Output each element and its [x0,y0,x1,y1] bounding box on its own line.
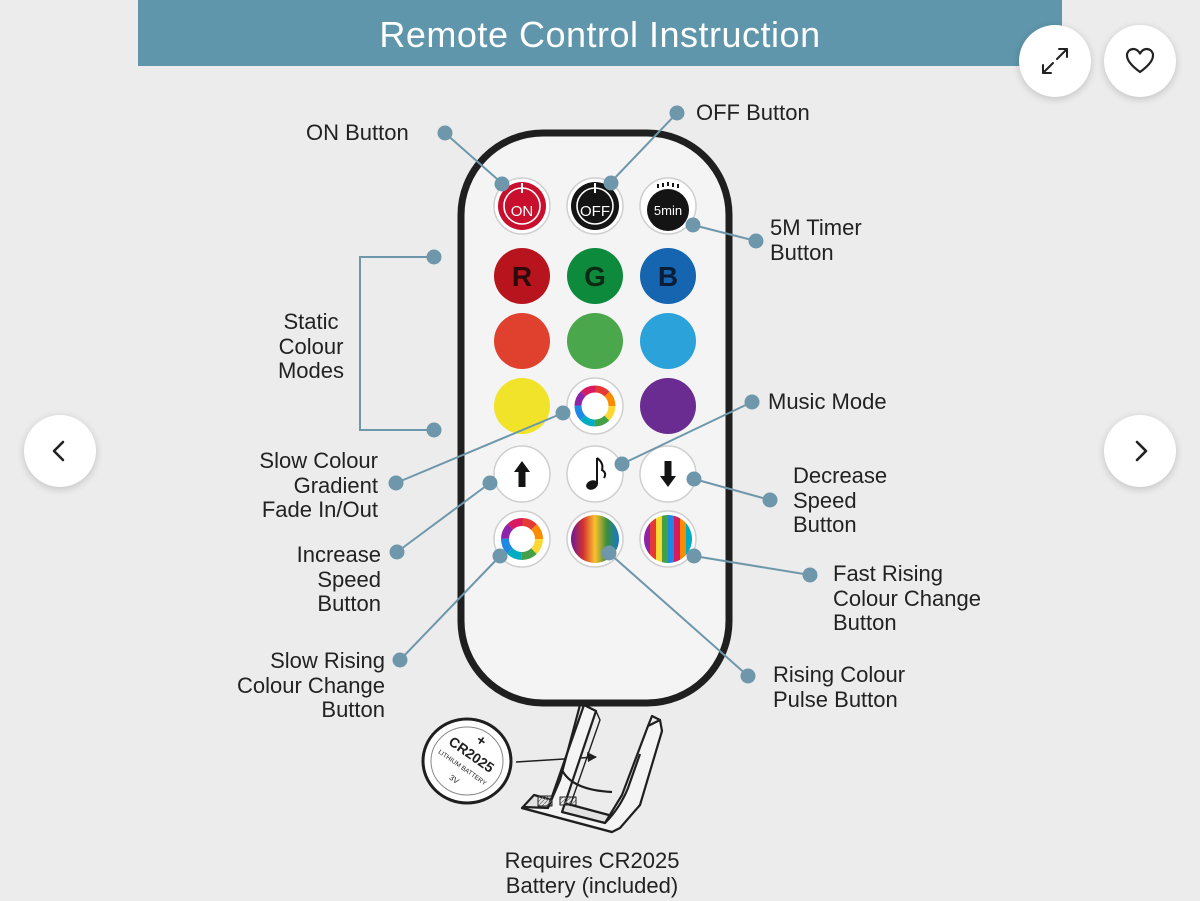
label-fast-rising-line3: Button [833,610,897,635]
blue-button-label: B [658,261,678,292]
chevron-left-icon [52,440,65,462]
label-rising-pulse: Rising Colour Pulse Button [773,662,906,712]
off-button-label: OFF [580,203,610,220]
label-static-line1: Static [283,309,339,334]
insert-arrow [515,756,597,763]
orange-red-button [494,313,550,369]
insert-arrow-head [587,752,597,762]
label-increase-line2: Speed [317,566,381,592]
previous-image-button[interactable] [24,415,96,487]
label-slow-gradient-line2: Gradient [293,472,378,498]
label-fast-rising: Fast Rising Colour Change Button [833,561,981,636]
fast-rising-colour-button [639,510,697,568]
label-slow-rising-line1: Slow Rising [270,648,385,673]
label-static-line2: Colour [278,333,344,359]
music-note-icon [586,457,607,490]
label-increase-speed: Increase Speed Button [240,542,381,617]
next-image-button[interactable] [1104,415,1176,487]
title-banner: Remote Control Instruction [138,0,1062,66]
label-timer-line1: 5M Timer [770,215,862,240]
label-decrease-line3: Button [793,512,857,537]
favorite-button[interactable] [1104,25,1176,97]
purple-button [640,378,696,434]
leader-lines [359,112,811,677]
label-timer: 5M Timer Button [770,215,862,265]
label-decrease-line2: Speed [793,487,857,513]
light-green-button [567,313,623,369]
label-timer-line2: Button [770,239,834,265]
label-battery-line1: Requires CR2025 [504,848,680,873]
label-slow-colour-gradient: Slow Colour Gradient Fade In/Out [200,448,378,523]
battery-tray [520,703,664,834]
label-on-button: ON Button [306,120,409,145]
expand-button[interactable] [1019,25,1091,97]
cr2025-coin-battery: + CR2025 LITHIUM BATTERY 3V [421,717,513,805]
blue-button: B [640,248,696,304]
on-button-label: ON [511,203,534,220]
label-slow-rising: Slow Rising Colour Change Button [190,648,385,723]
sky-blue-button [640,313,696,369]
label-battery-line2: Battery (included) [505,872,679,898]
label-pulse-line2: Pulse Button [773,686,898,712]
label-slow-gradient-line1: Slow Colour [259,448,378,473]
label-fast-rising-line2: Colour Change [833,585,981,611]
increase-speed-button [493,445,551,503]
timer-button-label: 5min [654,203,682,218]
expand-icon [1042,48,1068,74]
label-slow-rising-line3: Button [321,697,385,722]
label-static-line3: Modes [277,358,345,383]
label-decrease-line1: Decrease [793,463,888,488]
label-off-button: OFF Button [696,100,810,125]
arrow-down-icon [660,461,676,487]
slow-colour-gradient-button [566,377,624,435]
off-button: OFF [566,177,624,235]
label-increase-line3: Button [317,591,381,616]
label-music-mode: Music Mode [768,389,887,414]
green-button-label: G [584,261,606,292]
heart-icon [1125,47,1155,74]
label-fast-rising-line1: Fast Rising [833,561,944,586]
label-slow-rising-line2: Colour Change [237,672,385,698]
slow-rising-colour-button [493,510,551,568]
timer-button: 5min [639,177,697,235]
arrow-up-icon [514,461,530,487]
red-button: R [494,248,550,304]
on-button: ON [493,177,551,235]
music-mode-button [566,445,624,503]
label-increase-line1: Increase [296,542,381,567]
leader-dots [388,105,818,684]
yellow-button [494,378,550,434]
label-static-colour-modes: Static Colour Modes [262,309,360,384]
label-pulse-line1: Rising Colour [773,662,906,687]
diagram-title: Remote Control Instruction [379,14,821,55]
decrease-speed-button [639,445,697,503]
green-button: G [567,248,623,304]
red-button-label: R [512,261,532,292]
chevron-right-icon [1135,440,1148,462]
label-decrease-speed: Decrease Speed Button [793,463,888,538]
label-battery: Requires CR2025 Battery (included) [470,848,714,898]
label-slow-gradient-line3: Fade In/Out [261,497,378,522]
